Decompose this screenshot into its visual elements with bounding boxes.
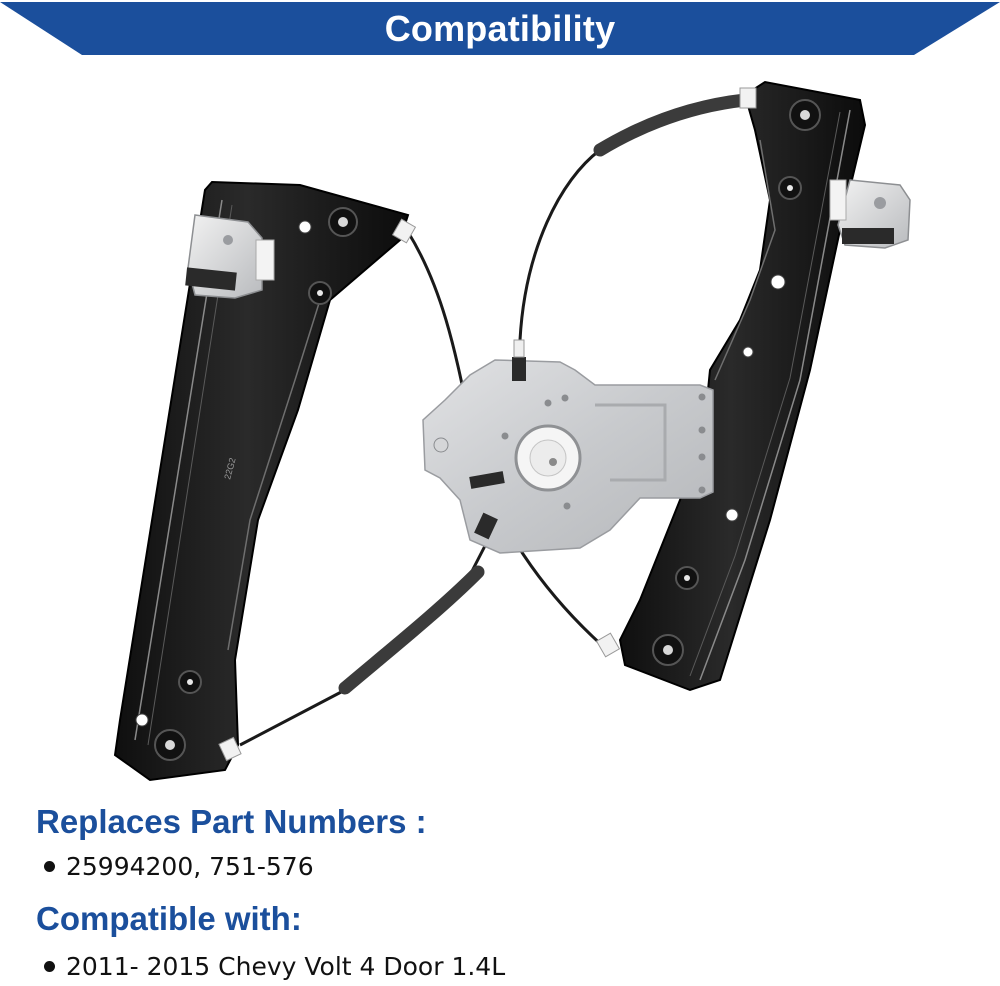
- bullet-icon: [44, 861, 55, 872]
- foam-sleeve-icon: [338, 93, 752, 695]
- left-glass-clip: [185, 214, 275, 299]
- replaces-part-numbers-heading: Replaces Part Numbers :: [36, 803, 427, 840]
- part-numbers-bullet: 25994200, 751-576: [44, 852, 314, 881]
- compatible-vehicle-bullet: 2011- 2015 Chevy Volt 4 Door 1.4L: [44, 952, 505, 981]
- right-guide-rail: [595, 80, 867, 692]
- right-glass-clip: [829, 179, 911, 249]
- compatibility-banner: Compatibility: [0, 2, 1000, 55]
- banner-title: Compatibility: [384, 8, 616, 49]
- window-regulator-illustration: 22G2: [113, 80, 911, 782]
- part-numbers-text: 25994200, 751-576: [66, 852, 314, 881]
- banner-shape: [0, 2, 1000, 55]
- left-guide-rail: 22G2: [113, 180, 417, 782]
- motor-mount-plate: [422, 339, 714, 554]
- compatible-vehicle-text: 2011- 2015 Chevy Volt 4 Door 1.4L: [66, 952, 506, 981]
- compatible-with-heading: Compatible with:: [36, 900, 302, 937]
- window-regulator-image: 22G2: [0, 60, 1000, 790]
- bullet-icon: [44, 961, 55, 972]
